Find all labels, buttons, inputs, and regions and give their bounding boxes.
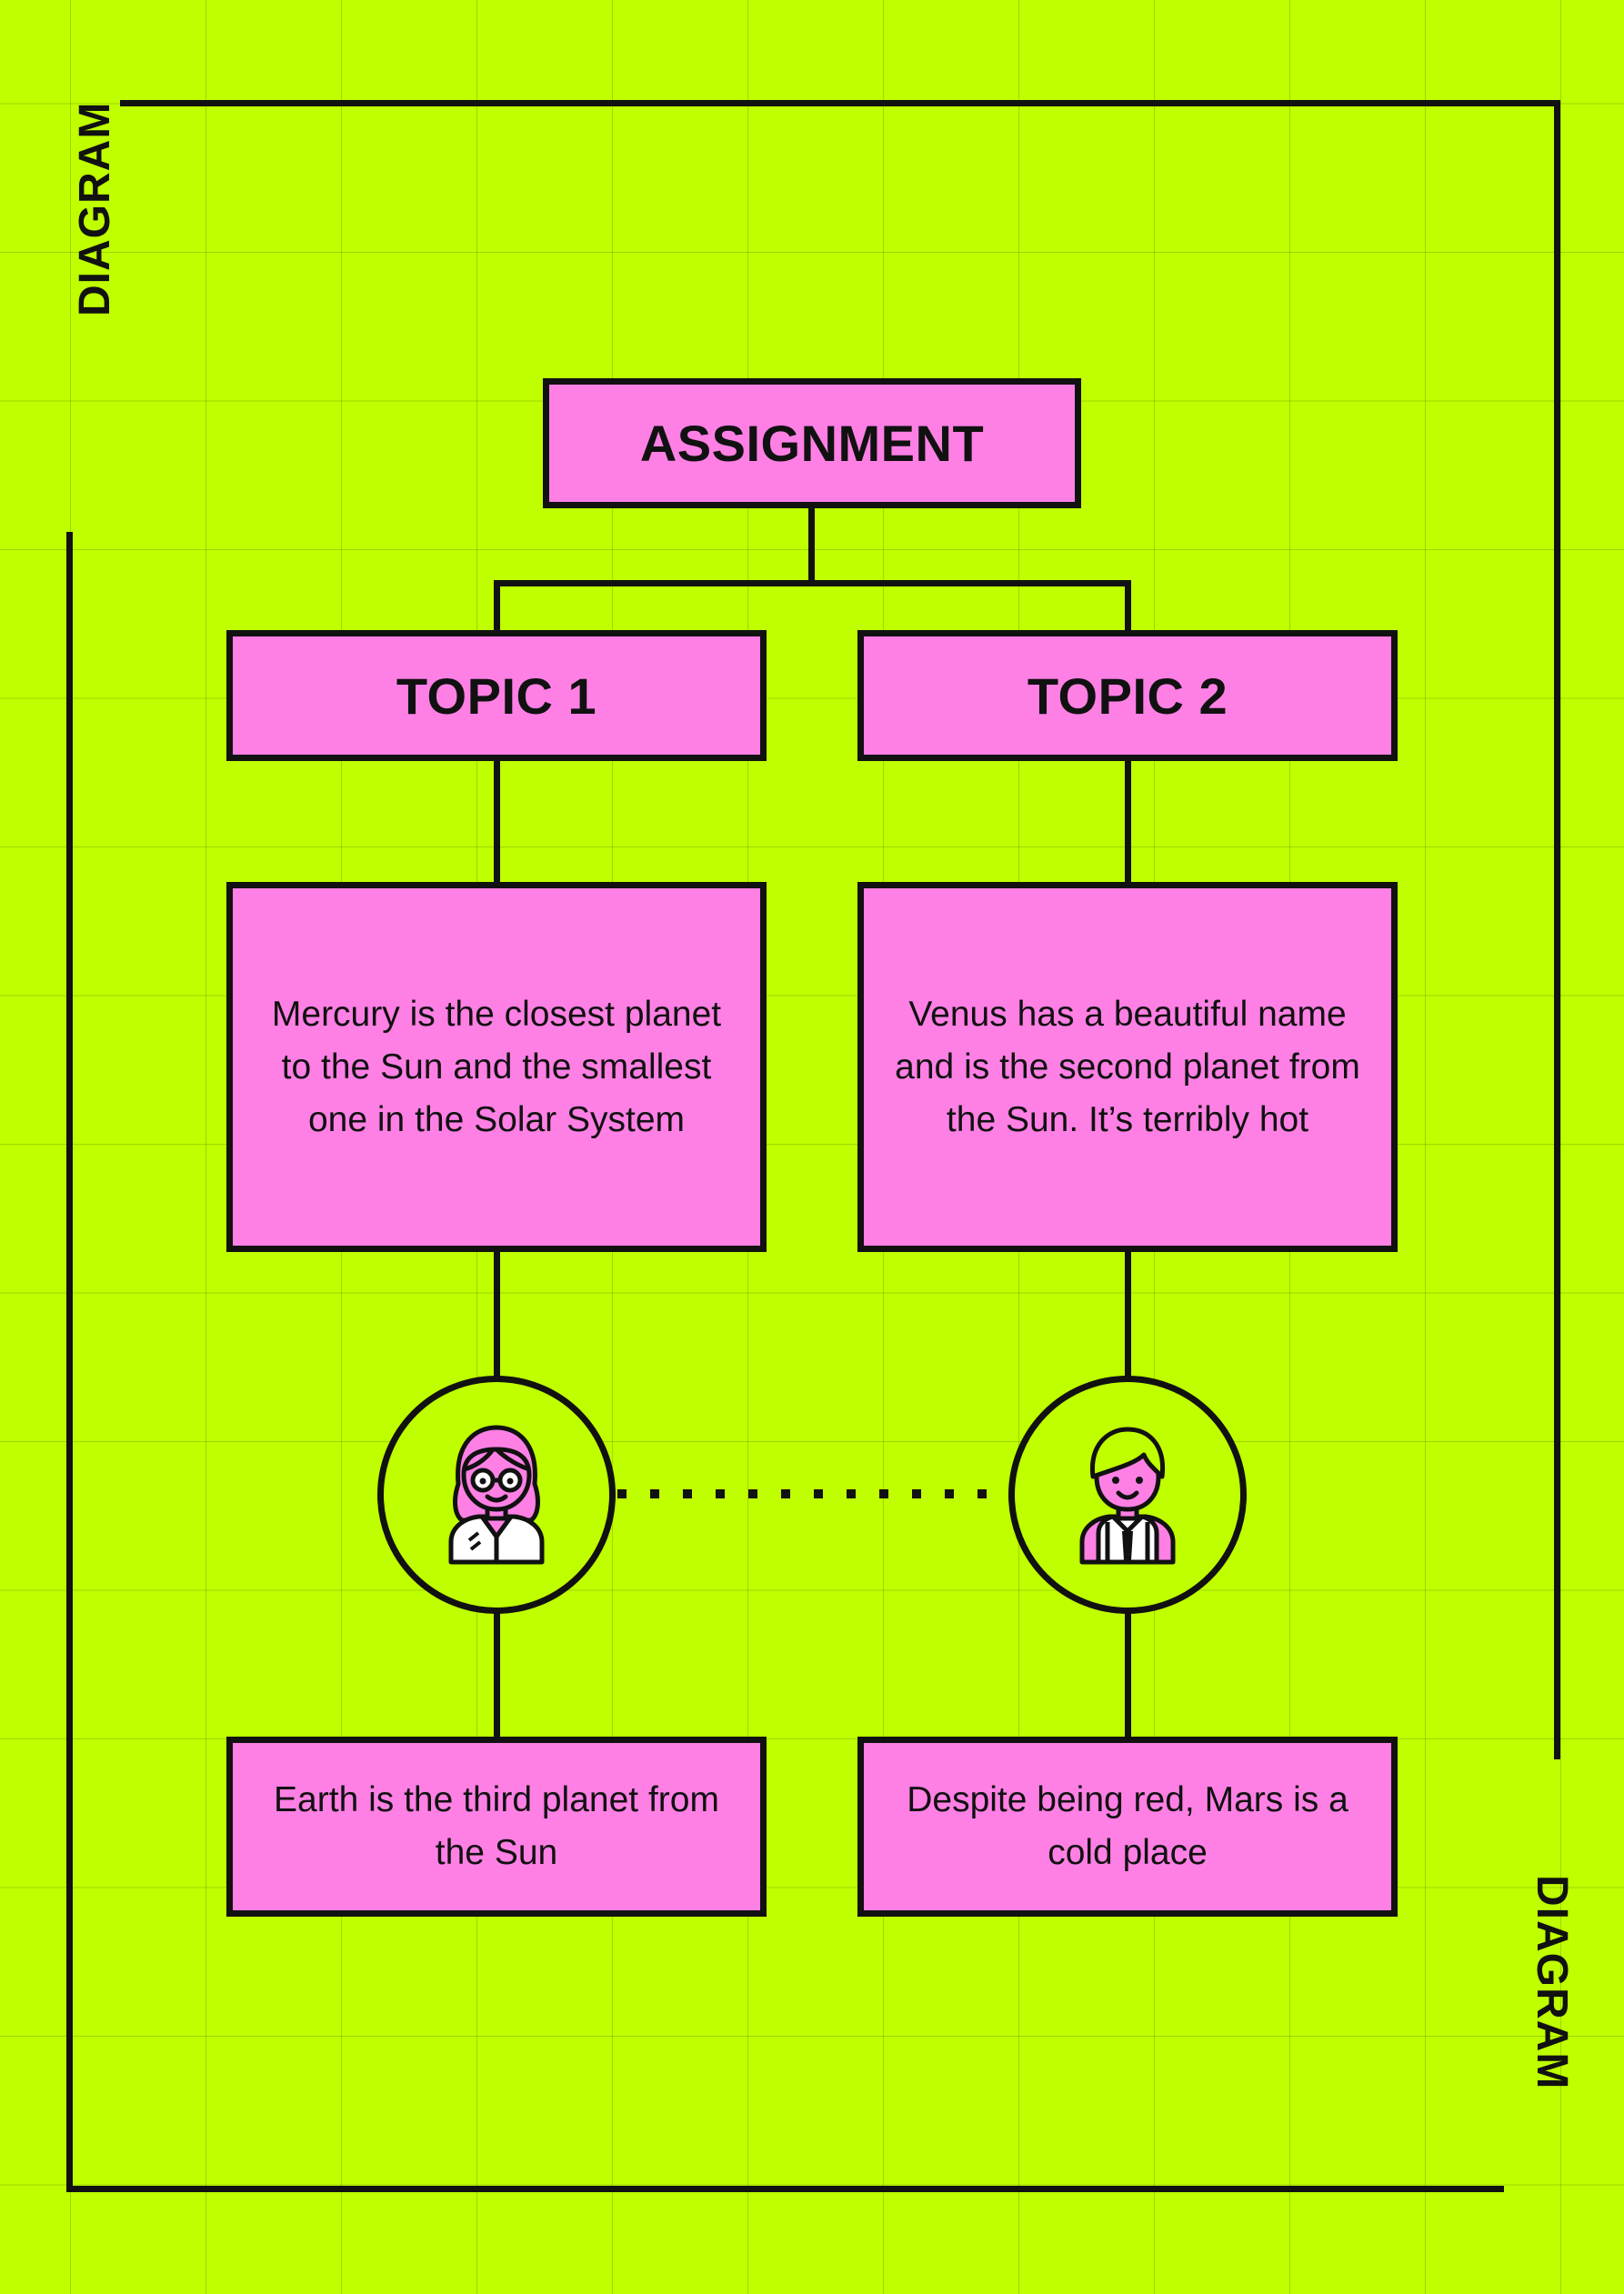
connector-topic2-up: [1125, 580, 1131, 635]
footer-box-2: Despite being red, Mars is a cold place: [857, 1737, 1398, 1917]
description-box-1: Mercury is the closest planet to the Sun…: [226, 882, 767, 1252]
connector-root-down: [808, 505, 815, 581]
topic-label: TOPIC 2: [1027, 666, 1228, 725]
dotted-connector-avatars: [617, 1489, 988, 1498]
connector-topic2-description: [1125, 757, 1131, 887]
frame-top-line: [120, 100, 1560, 106]
footer-text: Despite being red, Mars is a cold place: [907, 1780, 1348, 1872]
connector-avatar1-footer: [494, 1612, 500, 1741]
connector-description2-avatar: [1125, 1248, 1131, 1377]
connector-branch-bar: [494, 580, 1131, 586]
root-label: ASSIGNMENT: [639, 415, 985, 472]
topic-label: TOPIC 1: [396, 666, 597, 725]
description-text: Venus has a beautiful name and is the se…: [895, 994, 1360, 1139]
footer-text: Earth is the third planet from the Sun: [274, 1780, 719, 1872]
connector-topic1-up: [494, 580, 500, 635]
topic-box-2: TOPIC 2: [857, 630, 1398, 761]
avatar-circle-1: [377, 1376, 616, 1614]
connector-avatar2-footer: [1125, 1612, 1131, 1741]
root-box: ASSIGNMENT: [543, 378, 1081, 508]
frame-left-line: [66, 532, 73, 2192]
description-box-2: Venus has a beautiful name and is the se…: [857, 882, 1398, 1252]
avatar-circle-2: [1008, 1376, 1247, 1614]
frame-right-line: [1554, 100, 1560, 1759]
connector-description1-avatar: [494, 1248, 500, 1377]
description-text: Mercury is the closest planet to the Sun…: [271, 994, 722, 1139]
topic-box-1: TOPIC 1: [226, 630, 767, 761]
side-label-bottom-right: DIAGRAM: [1528, 1875, 1576, 2090]
side-label-top-left: DIAGRAM: [71, 101, 119, 316]
footer-box-1: Earth is the third planet from the Sun: [226, 1737, 767, 1917]
frame-bottom-line: [66, 2186, 1504, 2192]
boy-with-backpack-icon: [1079, 1427, 1176, 1565]
girl-with-glasses-icon: [448, 1425, 545, 1565]
connector-topic1-description: [494, 757, 500, 887]
